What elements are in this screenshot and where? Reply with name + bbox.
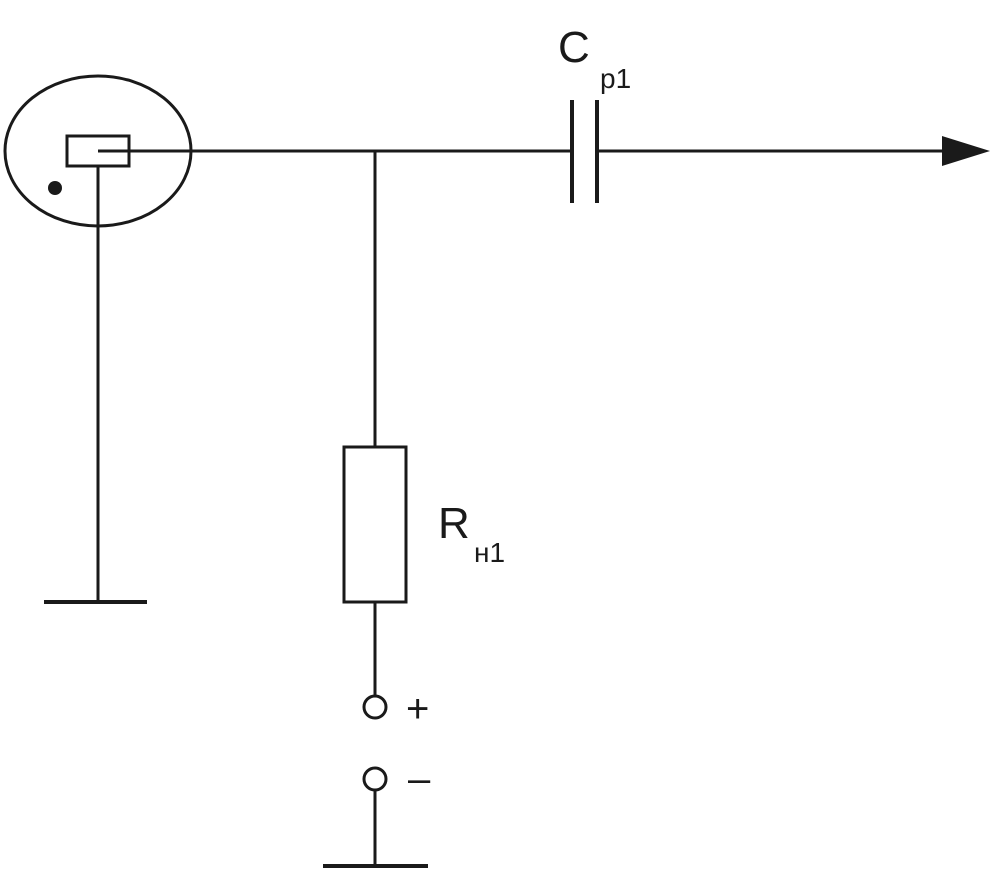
resistor-rn1	[342, 445, 408, 604]
capacitor-label-main: C	[558, 23, 590, 72]
capacitor-cp1	[570, 100, 599, 203]
resistor-label-sub: н1	[474, 537, 505, 568]
capacitor-label: C p1	[558, 23, 631, 94]
resistor-label-main: R	[438, 499, 470, 548]
minus-terminal	[362, 766, 388, 792]
capacitor-label-sub: p1	[600, 63, 631, 94]
resistor-label: R н1	[438, 499, 505, 568]
output-arrow-icon	[942, 136, 990, 166]
minus-sign: –	[408, 757, 431, 801]
sensor-dot	[48, 181, 62, 195]
plus-terminal	[362, 694, 388, 720]
plus-sign: +	[406, 687, 429, 731]
